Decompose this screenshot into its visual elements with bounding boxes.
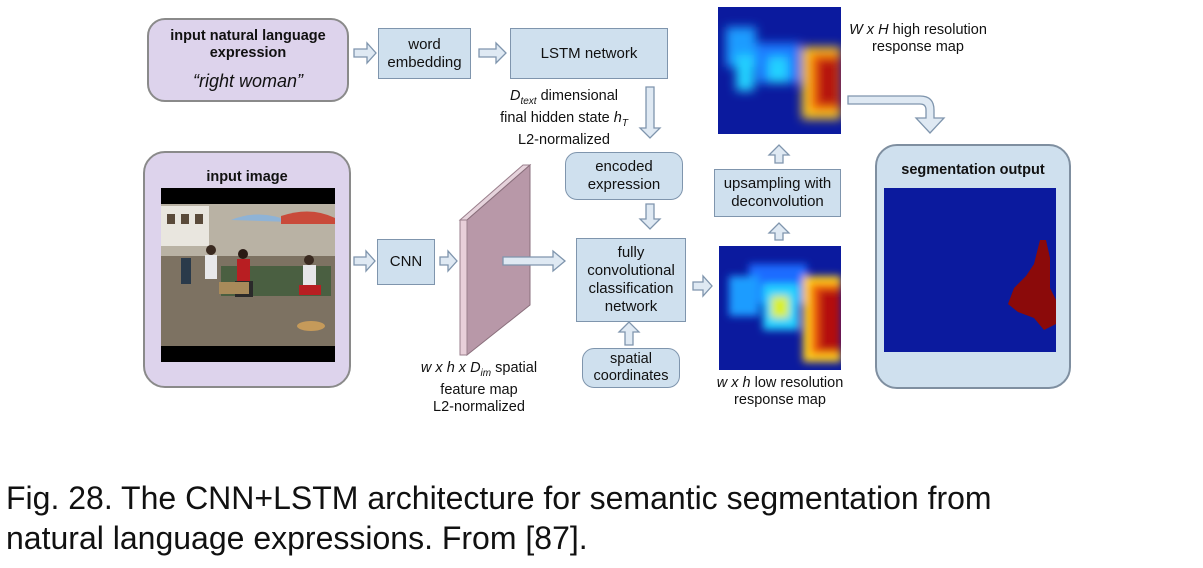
upsampling-box: upsampling with deconvolution — [714, 169, 841, 217]
caption-line-2: natural language expressions. From [87]. — [6, 520, 588, 556]
lstm-box: LSTM network — [510, 28, 668, 79]
feature-map-label: w x h x Dim spatial feature map L2-norma… — [420, 360, 538, 415]
arrow-bent-icon — [847, 95, 946, 134]
arrow-up-icon — [767, 222, 791, 241]
arrow-right-icon — [353, 41, 377, 65]
arrow-down-icon — [638, 86, 662, 139]
encoded-expression-box: encoded expression — [565, 152, 683, 200]
figure-caption: Fig. 28. The CNN+LSTM architecture for s… — [6, 478, 1201, 558]
spatial-coordinates-box: spatial coordinates — [582, 348, 680, 388]
word-embedding-box: word embedding — [378, 28, 471, 79]
cnn-box: CNN — [377, 239, 435, 285]
street-scene-photo — [161, 188, 335, 362]
arrow-right-icon — [439, 249, 458, 273]
arrow-right-icon — [502, 249, 567, 273]
flow-arrows — [353, 41, 946, 346]
arrow-right-icon — [692, 274, 713, 298]
feature-map-slab — [458, 163, 532, 357]
segmentation-mask — [884, 188, 1056, 352]
fcn-label: fully convolutional classification netwo… — [587, 244, 675, 315]
input-image-title: input image — [206, 169, 288, 185]
segmentation-output-title: segmentation output — [901, 162, 1045, 178]
nl-input-title: input natural language expression — [170, 28, 326, 61]
nl-expression: “right woman” — [192, 71, 304, 91]
hidden-state-label: Dtext dimensional final hidden state hT … — [500, 88, 628, 148]
arrow-down-icon — [638, 203, 662, 230]
high-res-label: W x H high resolution response map — [849, 22, 987, 55]
upsampling-label: upsampling with deconvolution — [723, 175, 832, 210]
fcn-box: fully convolutional classification netwo… — [576, 238, 686, 322]
arrow-up-icon — [617, 321, 641, 346]
arrow-up-icon — [767, 144, 791, 164]
arrow-right-icon — [478, 41, 507, 65]
cnn-label: CNN — [389, 253, 423, 270]
word-embedding-label: word embedding — [387, 35, 462, 71]
encoded-expression-label: encoded expression — [587, 158, 661, 193]
arrow-right-icon — [353, 249, 376, 273]
low-res-label: w x h low resolution response map — [716, 375, 844, 408]
spatial-coordinates-label: spatial coordinates — [593, 351, 669, 384]
low-res-response-map — [719, 246, 841, 370]
high-res-response-map — [718, 7, 841, 134]
caption-line-1: Fig. 28. The CNN+LSTM architecture for s… — [6, 480, 992, 516]
nl-input-box: input natural language expression “right… — [147, 18, 349, 102]
lstm-label: LSTM network — [540, 44, 638, 62]
